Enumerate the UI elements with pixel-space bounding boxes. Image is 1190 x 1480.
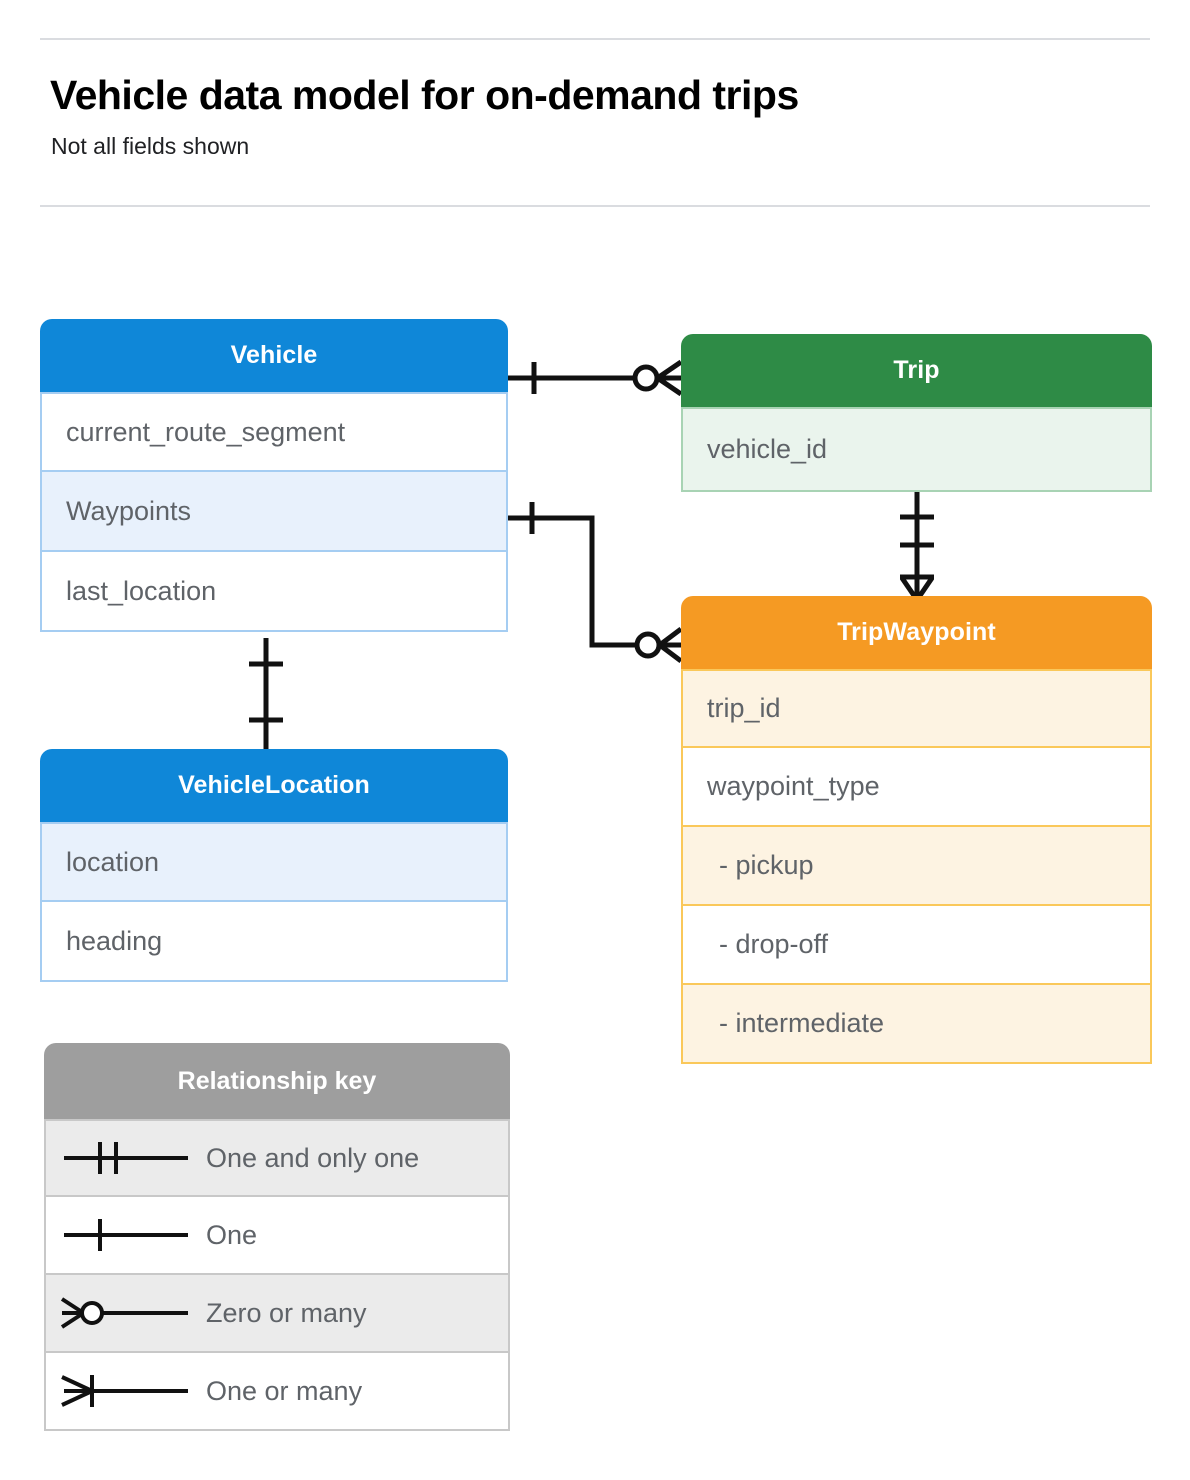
one-and-only-one-icon [46,1136,206,1180]
one-icon [46,1213,206,1257]
field-label: trip_id [707,693,781,723]
field-label: - drop-off [719,929,829,959]
connector-vehicle-trip [508,359,683,397]
page-subtitle: Not all fields shown [51,133,250,159]
entity-vehiclelocation[interactable]: VehicleLocation location heading [40,749,508,982]
divider-top [40,38,1150,40]
entity-tripwaypoint[interactable]: TripWaypoint trip_id waypoint_type - pic… [681,596,1152,1064]
connector-vehicle-vehiclelocation [249,638,283,752]
field-last-location[interactable]: last_location [40,552,508,632]
connector-waypoints-tripwaypoint [508,502,683,663]
legend-item-one-or-many: One or many [44,1353,510,1431]
entity-tripwaypoint-title: TripWaypoint [837,618,996,646]
field-label: heading [66,925,163,956]
field-label: last_location [66,575,217,606]
legend-item-zero-or-many: Zero or many [44,1275,510,1353]
field-vehicle-id[interactable]: vehicle_id [681,407,1152,492]
field-heading[interactable]: heading [40,902,508,982]
field-waypoint-type[interactable]: waypoint_type [681,748,1152,827]
entity-vehiclelocation-title: VehicleLocation [178,771,370,799]
relationship-key-legend: Relationship key One and only one One [44,1043,510,1431]
legend-header: Relationship key [44,1043,510,1119]
field-label: - pickup [719,850,814,880]
field-label: location [66,846,160,877]
zero-or-many-icon [46,1291,206,1335]
entity-trip[interactable]: Trip vehicle_id [681,334,1152,492]
field-waypoint-type-dropoff[interactable]: - drop-off [681,906,1152,985]
field-label: - intermediate [719,1008,885,1038]
entity-tripwaypoint-header: TripWaypoint [681,596,1152,669]
legend-item-label: Zero or many [206,1297,367,1328]
entity-trip-header: Trip [681,334,1152,407]
field-current-route-segment[interactable]: current_route_segment [40,392,508,472]
field-trip-id[interactable]: trip_id [681,669,1152,748]
entity-vehicle-title: Vehicle [230,341,318,369]
legend-item-one: One [44,1197,510,1275]
connector-trip-tripwaypoint [899,492,935,602]
entity-vehicle[interactable]: Vehicle current_route_segment Waypoints … [40,319,508,632]
entity-vehiclelocation-header: VehicleLocation [40,749,508,822]
entity-trip-title: Trip [893,356,940,384]
legend-item-label: One and only one [206,1142,420,1173]
field-location[interactable]: location [40,822,508,902]
page-title: Vehicle data model for on-demand trips [50,72,799,118]
legend-item-label: One or many [206,1375,363,1406]
field-waypoints[interactable]: Waypoints [40,472,508,552]
field-label: vehicle_id [707,434,828,464]
legend-title: Relationship key [177,1066,377,1095]
legend-item-label: One [206,1219,258,1250]
legend-item-one-and-only-one: One and only one [44,1119,510,1197]
field-label: waypoint_type [707,771,880,801]
one-or-many-icon [46,1369,206,1413]
field-waypoint-type-pickup[interactable]: - pickup [681,827,1152,906]
entity-vehicle-header: Vehicle [40,319,508,392]
field-label: current_route_segment [66,416,346,447]
divider-bottom [40,205,1150,207]
field-label: Waypoints [66,495,192,526]
field-waypoint-type-intermediate[interactable]: - intermediate [681,985,1152,1064]
